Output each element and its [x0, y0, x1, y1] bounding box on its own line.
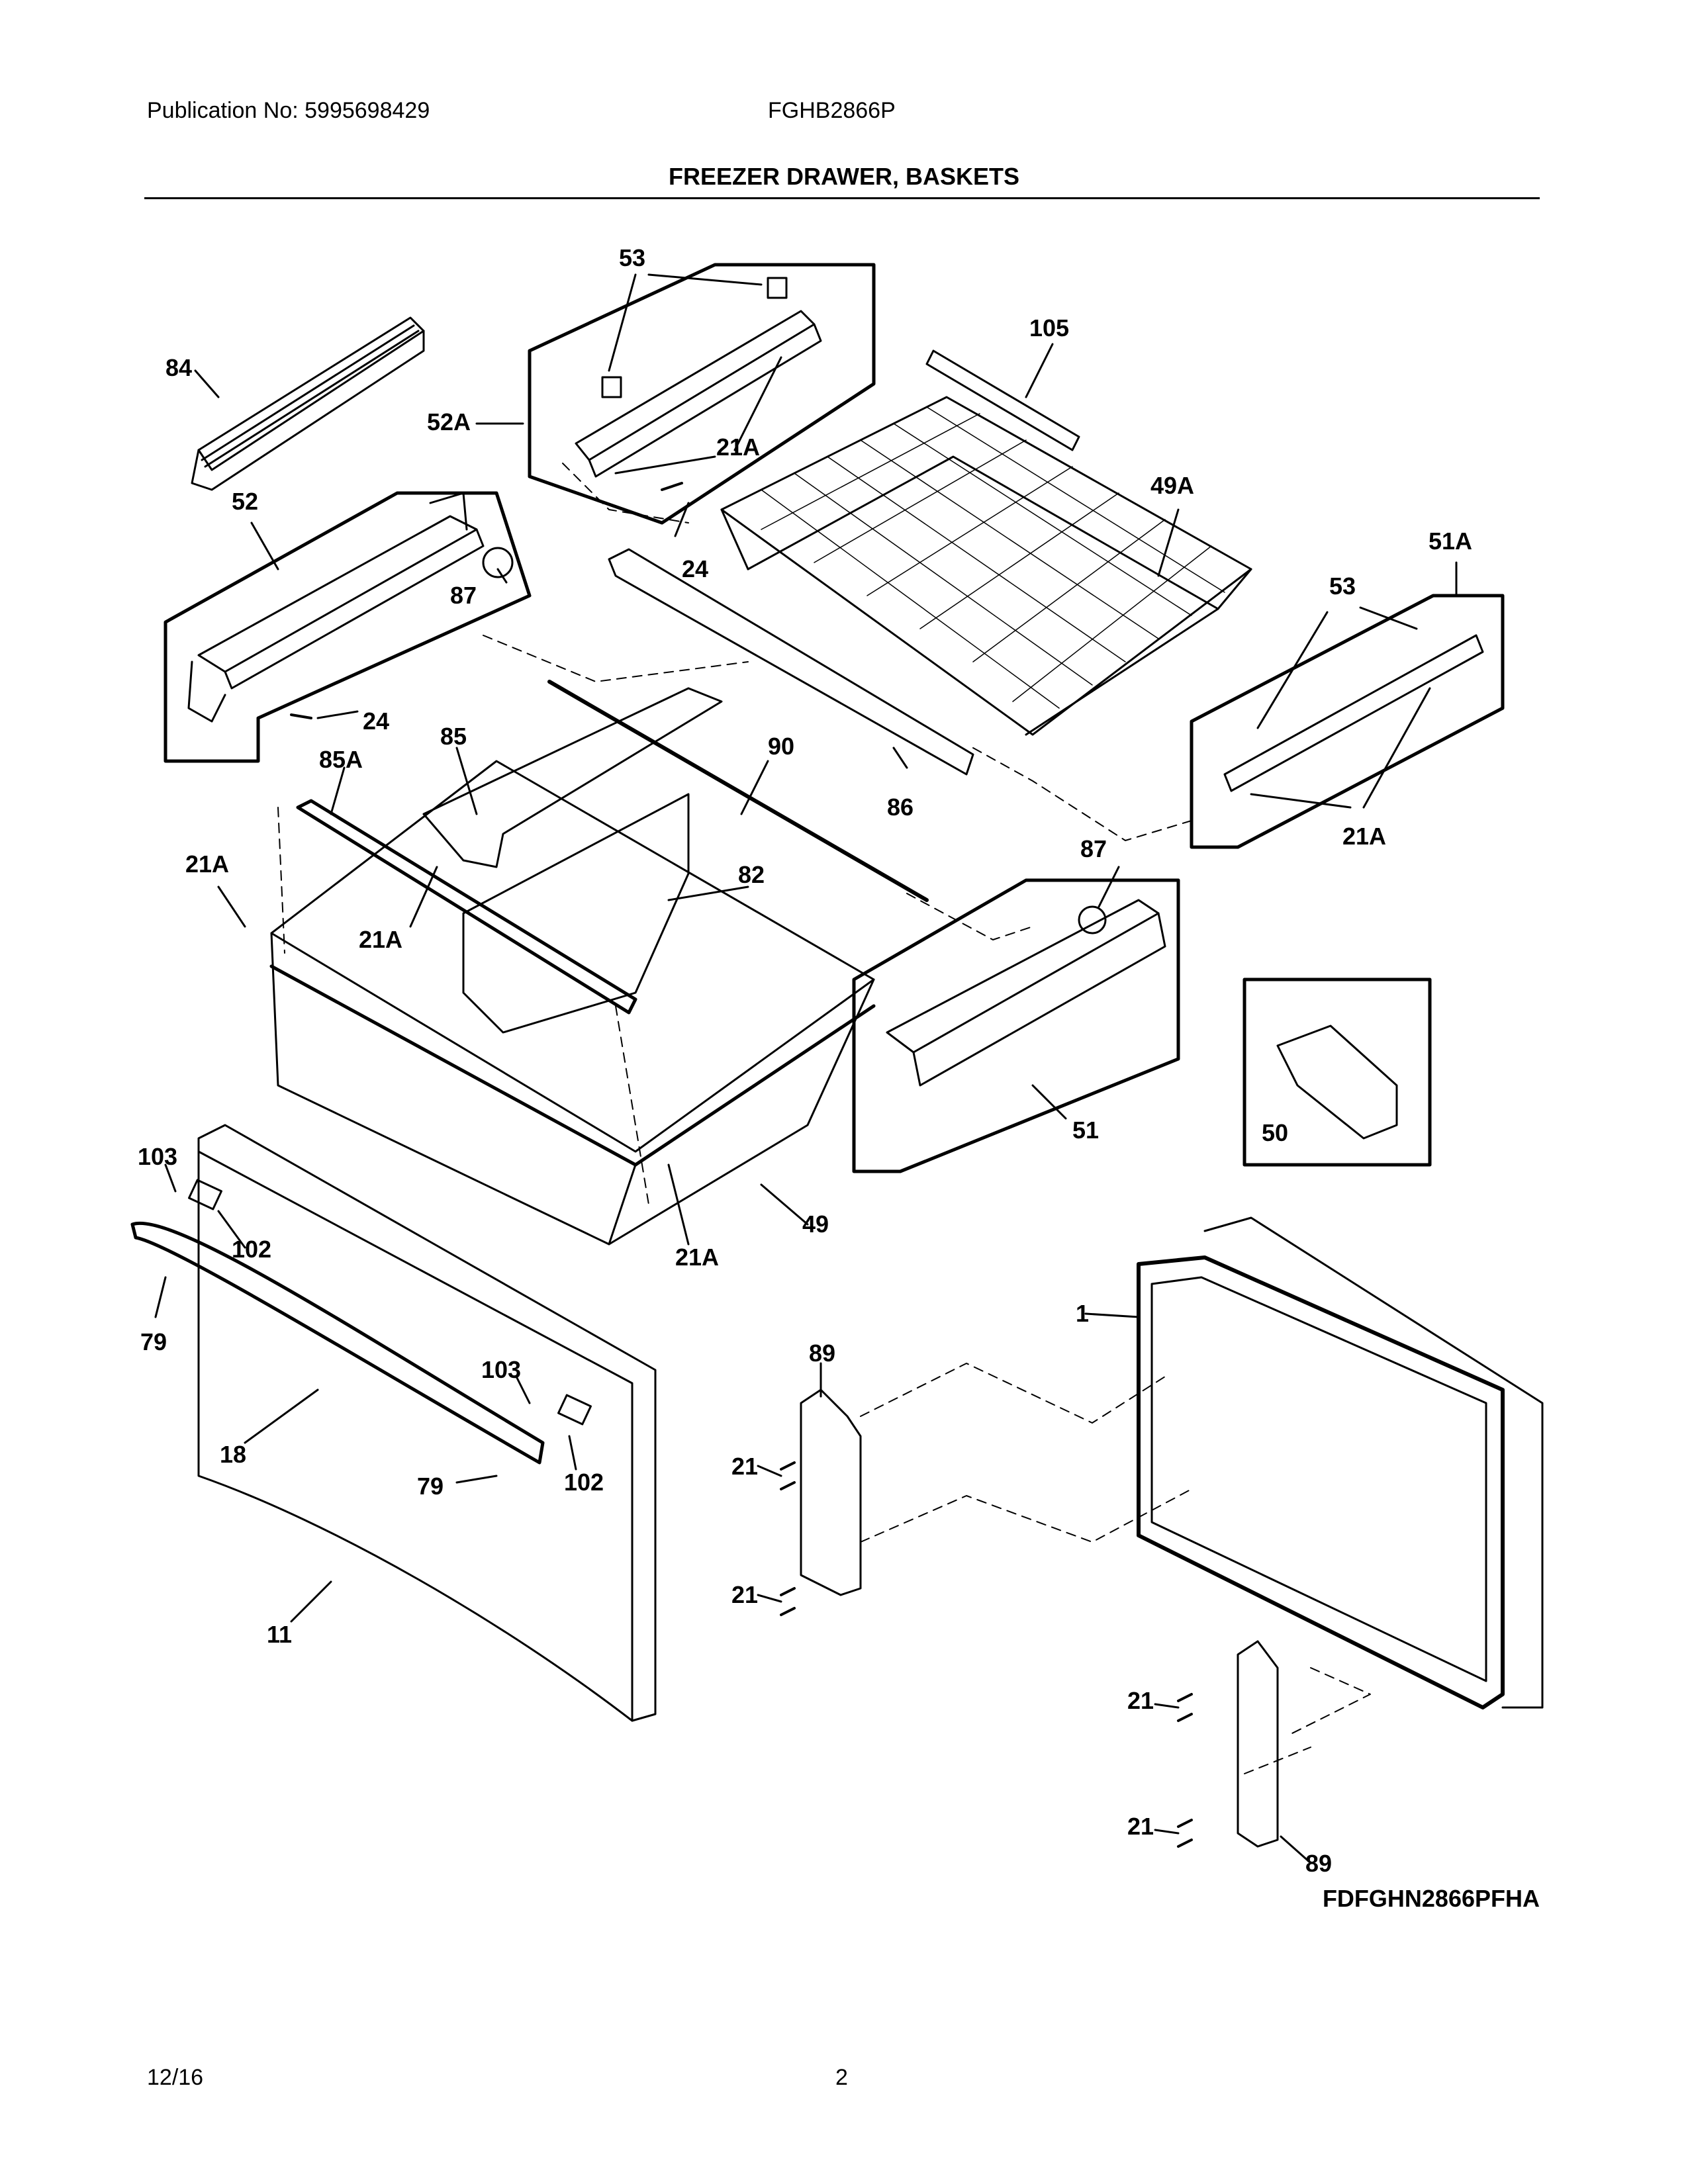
callout-21A: 21A — [185, 850, 229, 878]
part-90-rod — [547, 680, 929, 902]
part-105-bar — [925, 349, 1080, 451]
inset-frame-50 — [1243, 978, 1432, 1167]
callout-105: 105 — [1029, 314, 1069, 341]
publication-number: Publication No: 5995698429 — [147, 98, 430, 123]
callout-21: 21 — [731, 1453, 758, 1480]
callout-50: 50 — [1262, 1119, 1288, 1146]
callout-102: 102 — [232, 1236, 271, 1263]
callout-21A: 21A — [1342, 823, 1386, 850]
callout-49A: 49A — [1150, 472, 1194, 499]
part-82-inner-basket — [462, 793, 690, 1034]
part-50-bracket — [1276, 1024, 1398, 1140]
callout-103: 103 — [138, 1143, 177, 1170]
part-86-rail — [608, 548, 974, 776]
callout-21: 21 — [731, 1581, 758, 1608]
part-89-bracket-lower — [1237, 1640, 1279, 1848]
callout-24: 24 — [682, 555, 708, 582]
part-49A-wire-basket — [720, 396, 1252, 736]
callout-24: 24 — [363, 707, 389, 735]
part-52-slide-rail — [187, 492, 514, 723]
callout-85A: 85A — [319, 746, 363, 773]
diagram-reference-code: FDFGHN2866PFHA — [1322, 1885, 1540, 1912]
part-49-drawer-bin — [269, 760, 876, 1246]
publication-date: 12/16 — [147, 2065, 204, 2090]
callout-90: 90 — [768, 733, 794, 760]
callout-89: 89 — [1305, 1850, 1332, 1877]
callout-49: 49 — [802, 1210, 829, 1238]
part-102-mount-right — [557, 1394, 592, 1426]
inset-frame-51 — [852, 878, 1180, 1173]
part-1-gasket-frame — [1137, 1216, 1544, 1709]
part-11-drawer-front — [197, 1124, 657, 1722]
callout-85: 85 — [440, 723, 467, 750]
callout-51A: 51A — [1429, 527, 1472, 555]
inset-frame-52A — [528, 263, 876, 525]
part-52A-slide-rail — [575, 277, 822, 478]
callout-21: 21 — [1127, 1687, 1154, 1714]
callout-86: 86 — [887, 794, 914, 821]
callout-52A: 52A — [427, 408, 471, 435]
callout-52: 52 — [232, 488, 258, 515]
callout-53: 53 — [1329, 572, 1356, 600]
title-divider — [144, 197, 1540, 199]
callout-103: 103 — [481, 1356, 521, 1383]
callout-21A: 21A — [359, 926, 402, 953]
callout-89: 89 — [809, 1340, 835, 1367]
part-89-bracket-upper — [800, 1388, 862, 1596]
assembly-guide-lines — [277, 463, 1371, 1774]
callout-102: 102 — [564, 1469, 604, 1496]
callout-1: 1 — [1076, 1300, 1089, 1327]
callout-21: 21 — [1127, 1813, 1154, 1840]
part-51-slide-rail — [886, 899, 1166, 1087]
leader-lines — [154, 273, 1458, 1864]
callout-11: 11 — [267, 1621, 292, 1648]
part-51A-slide-rail — [1223, 634, 1484, 792]
part-85A-bar — [296, 799, 637, 1015]
model-number: FGHB2866P — [768, 98, 896, 123]
callout-53: 53 — [619, 244, 645, 271]
callout-87: 87 — [450, 582, 477, 609]
callout-21A: 21A — [675, 1244, 719, 1271]
callout-21A: 21A — [716, 433, 760, 461]
part-18-handle — [130, 1222, 545, 1465]
callout-82: 82 — [738, 861, 765, 888]
callout-79: 79 — [417, 1473, 444, 1500]
callout-87: 87 — [1080, 835, 1107, 862]
callout-79: 79 — [140, 1328, 167, 1355]
inset-frame-52 — [164, 491, 532, 763]
callout-51: 51 — [1072, 1116, 1099, 1144]
part-84-cover — [191, 316, 425, 491]
callout-18: 18 — [220, 1441, 246, 1468]
part-102-mount-left — [188, 1179, 222, 1210]
callout-84: 84 — [165, 354, 192, 381]
part-85-divider — [422, 687, 723, 868]
fasteners — [290, 482, 1193, 1848]
exploded-parts-diagram: 53 105 84 52A 21A 49A 52 24 51A 87 53 24… — [130, 244, 1544, 1877]
page-number: 2 — [835, 2065, 848, 2090]
inset-frame-51A — [1190, 594, 1505, 849]
page-title: FREEZER DRAWER, BASKETS — [668, 163, 1020, 190]
